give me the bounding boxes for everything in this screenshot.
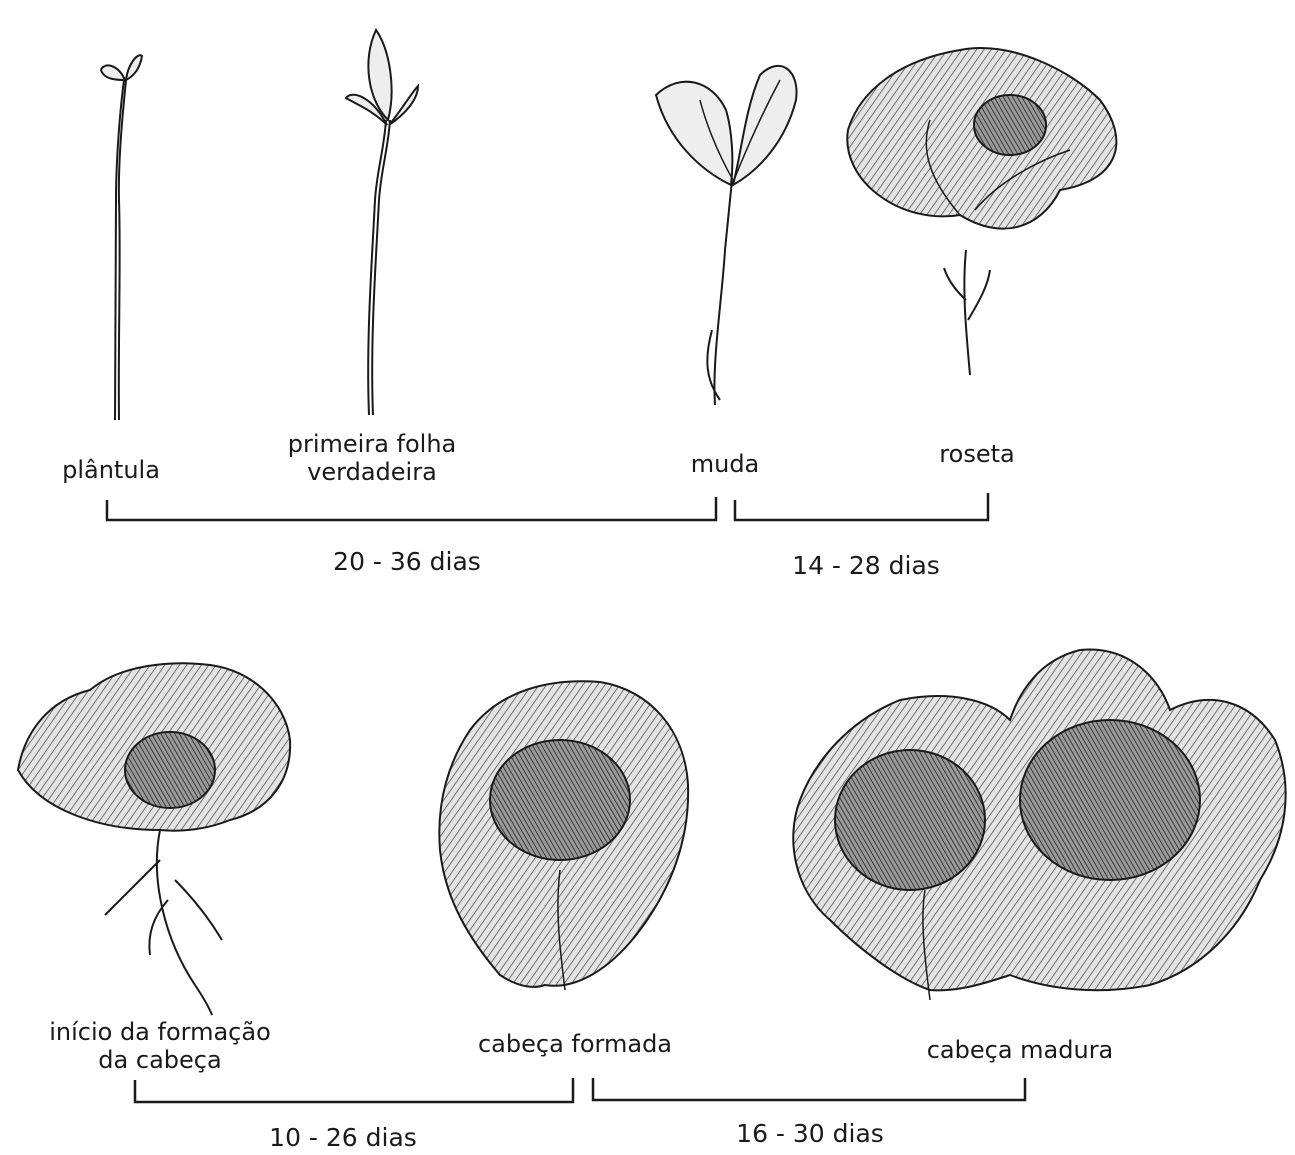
formed-head-illustration: [439, 681, 688, 990]
head-forming-illustration: [18, 663, 290, 1015]
interval-bracket-2: [735, 493, 988, 520]
interval-bracket-4: [593, 1078, 1025, 1100]
first-true-leaf-illustration: [346, 30, 418, 415]
interval-label-2: 14 - 28 dias: [792, 552, 940, 580]
stage-label-head-forming: início da formação da cabeça: [49, 1018, 271, 1074]
interval-label-4: 16 - 30 dias: [736, 1120, 884, 1148]
stage-label-formed-head: cabeça formada: [478, 1030, 672, 1058]
interval-bracket-1: [107, 497, 716, 520]
stage-label-muda: muda: [691, 450, 760, 478]
rosette-illustration: [847, 48, 1116, 375]
interval-label-1: 20 - 36 dias: [333, 548, 481, 576]
interval-label-3: 10 - 26 dias: [269, 1124, 417, 1152]
interval-bracket-3: [135, 1078, 573, 1102]
mature-head-illustration: [793, 650, 1285, 1000]
transplant-seedling-illustration: [656, 66, 797, 405]
seedling-illustration: [101, 55, 142, 420]
stage-label-plantula: plântula: [62, 456, 160, 484]
stage-label-first-true-leaf: primeira folha verdadeira: [288, 430, 457, 486]
stage-label-mature-head: cabeça madura: [927, 1036, 1114, 1064]
stage-label-roseta: roseta: [939, 440, 1014, 468]
